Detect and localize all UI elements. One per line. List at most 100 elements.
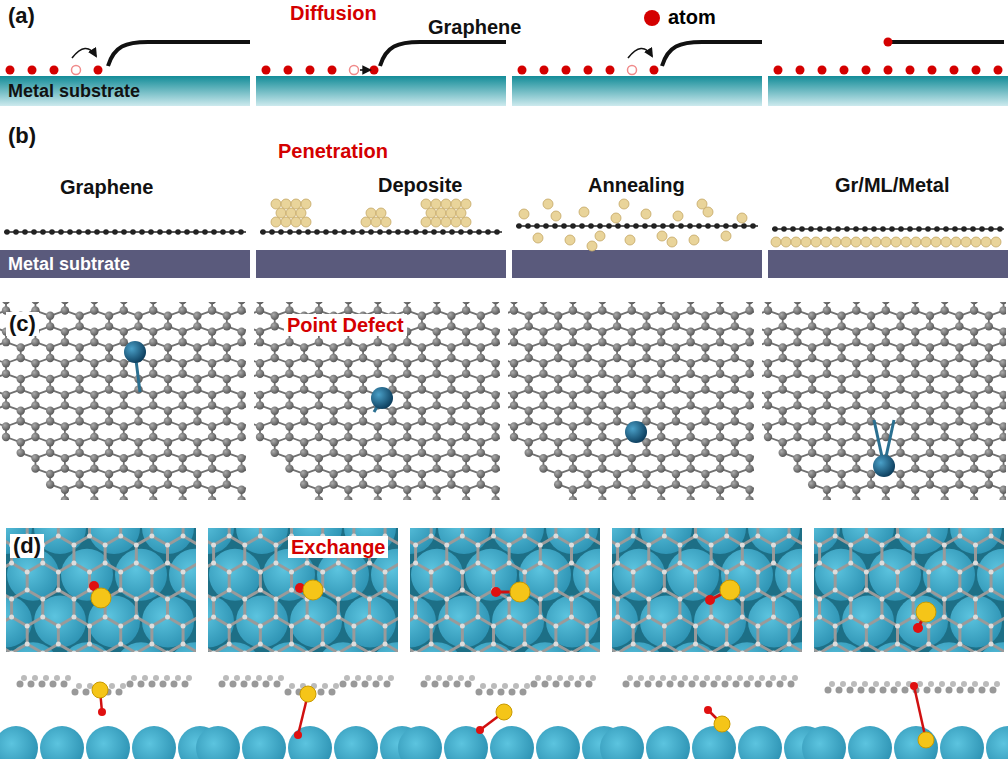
carbon-atom (853, 226, 859, 232)
carbon-atom (432, 464, 440, 472)
metal-adatom (911, 237, 921, 247)
carbon-atom (120, 327, 128, 335)
carbon-atom (149, 338, 157, 346)
carbon-atom (598, 454, 606, 462)
carbon-atom (583, 343, 591, 351)
carbon-atom (613, 449, 621, 457)
carbon-atom (569, 433, 577, 441)
carbon-atom (120, 391, 128, 399)
carbon-atom (134, 417, 142, 425)
carbon-atom (300, 354, 308, 362)
carbon-atom (491, 486, 499, 494)
carbon-atom (388, 449, 396, 457)
carbon-atom (329, 480, 337, 488)
carbon-atom (329, 343, 337, 351)
carbon-atom (164, 480, 172, 488)
metal-adatom (611, 213, 621, 223)
carbon-atom (202, 229, 208, 235)
carbon-atom (598, 464, 606, 472)
carbon-atom (403, 401, 411, 409)
carbon-atom (898, 226, 904, 232)
carbon-atom (120, 486, 128, 494)
carbon-atom (606, 223, 612, 229)
carbon-atom (285, 302, 293, 304)
carbon-atom (31, 422, 39, 430)
carbon-atom (359, 406, 367, 414)
carbon-atom (925, 226, 931, 232)
carbon-atom (569, 370, 577, 378)
carbon-atom (613, 385, 621, 393)
carbon-atom (61, 486, 69, 494)
carbon-atom (598, 401, 606, 409)
carbon-atom (657, 422, 665, 430)
carbon-atom (539, 306, 547, 314)
carbon-atom (701, 449, 709, 457)
carbon-atom (315, 486, 323, 494)
carbon-atom (344, 391, 352, 399)
graphene-sheet (888, 40, 1004, 44)
carbon-atom (716, 302, 724, 304)
carbon-atom (462, 338, 470, 346)
carbon-atom (613, 343, 621, 351)
carbon-atom (344, 422, 352, 430)
carbon-atom (583, 312, 591, 320)
carbon-atom (491, 496, 499, 500)
carbon-atom (701, 417, 709, 425)
carbon-atom (447, 406, 455, 414)
carbon-atom (731, 385, 739, 393)
carbon-atom (579, 223, 585, 229)
metal-adatom (657, 231, 667, 241)
carbon-atom (510, 401, 518, 409)
carbon-atom (745, 433, 753, 441)
carbon-atom (672, 343, 680, 351)
carbon-atom (208, 302, 216, 304)
carbon-atom (672, 449, 680, 457)
metal-atom (328, 66, 337, 75)
carbon-atom (432, 422, 440, 430)
carbon-atom (432, 496, 440, 500)
carbon-atom (615, 223, 621, 229)
carbon-atom (477, 480, 485, 488)
carbon-atom (344, 433, 352, 441)
carbon-atom (539, 433, 547, 441)
carbon-atom (193, 406, 201, 414)
carbon-atom (598, 391, 606, 399)
carbon-atom (447, 322, 455, 330)
carbon-atom (75, 406, 83, 414)
carbon-atom (871, 226, 877, 232)
carbon-atom (344, 401, 352, 409)
carbon-atom (613, 322, 621, 330)
carbon-atom (418, 417, 426, 425)
carbon-atom (716, 433, 724, 441)
carbon-atom (447, 438, 455, 446)
carbon-atom (554, 480, 562, 488)
carbon-atom (628, 391, 636, 399)
carbon-atom (686, 359, 694, 367)
metal-adatom (276, 208, 286, 218)
carbon-atom (271, 354, 279, 362)
carbon-atom (413, 229, 419, 235)
carbon-atom (90, 327, 98, 335)
carbon-atom (491, 464, 499, 472)
metal-adatom (441, 217, 451, 227)
carbon-atom (256, 422, 264, 430)
metal-adatom (801, 237, 811, 247)
carbon-atom (403, 370, 411, 378)
carbon-atom (178, 454, 186, 462)
carbon-atom (525, 417, 533, 425)
carbon-atom (388, 343, 396, 351)
carbon-atom (120, 496, 128, 500)
carbon-atom (193, 470, 201, 478)
carbon-atom (315, 370, 323, 378)
metal-substrate (768, 76, 1008, 106)
carbon-atom (164, 449, 172, 457)
carbon-atom (701, 322, 709, 330)
metal-adatom (301, 217, 311, 227)
metal-adatom (551, 211, 561, 221)
carbon-atom (657, 327, 665, 335)
carbon-atom (613, 438, 621, 446)
carbon-atom (211, 229, 217, 235)
carbon-atom (90, 464, 98, 472)
carbon-atom (628, 302, 636, 304)
carbon-atom (569, 338, 577, 346)
